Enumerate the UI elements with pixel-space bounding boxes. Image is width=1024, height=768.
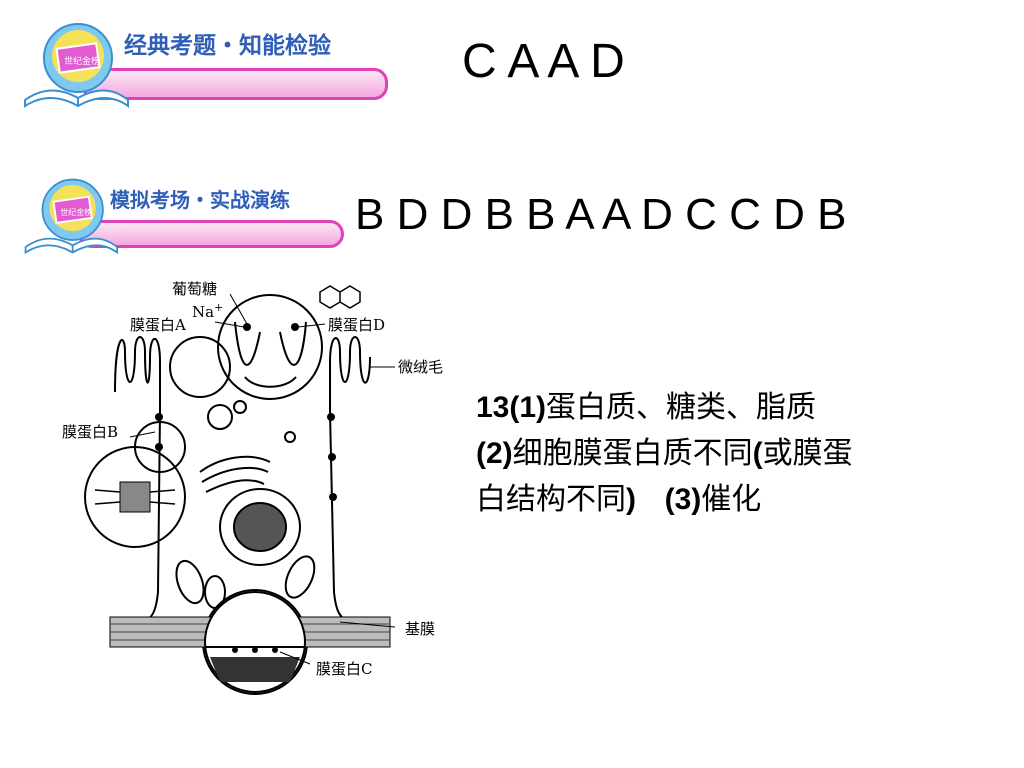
logo-text: 世纪金榜 xyxy=(60,207,92,217)
logo-text: 世纪金榜 xyxy=(64,55,100,67)
golgi xyxy=(199,455,271,493)
book-logo-icon: 世纪金榜 xyxy=(24,23,129,108)
explanation-line-2-paren: ( xyxy=(752,437,763,470)
explanation-line-2-text2: 或膜蛋 xyxy=(762,436,853,471)
answers-row-1: C A A D xyxy=(462,35,625,88)
mitochondrion xyxy=(175,559,205,605)
label-protein-a: 膜蛋白A xyxy=(130,316,186,334)
banner-1-bar xyxy=(82,68,388,100)
explanation-line-1-text: 蛋白质、糖类、脂质 xyxy=(546,390,817,425)
label-na: Na+ xyxy=(192,301,223,321)
explanation-line-3-close: ) xyxy=(626,483,636,516)
explanation-block: 13(1)蛋白质、糖类、脂质 (2)细胞膜蛋白质不同(或膜蛋 白结构不同) (3… xyxy=(476,385,996,523)
banner-2-bar xyxy=(78,220,344,248)
explanation-line-3-text2: 催化 xyxy=(701,482,762,517)
cell-membrane-diagram: 葡萄糖 Na+ 膜蛋白A 膜蛋白D 微绒毛 膜蛋白B 基膜 膜蛋白C xyxy=(62,280,443,695)
label-microvilli: 微绒毛 xyxy=(398,358,443,376)
answers-row-2: B D D B B A A D C C D B xyxy=(355,190,847,239)
explanation-line-3-text: 白结构不同 xyxy=(476,482,626,517)
explanation-line-2-num: (2) xyxy=(476,437,513,470)
banner-1: 世纪金榜 经典考题・知能检验 xyxy=(20,20,390,110)
banner-2: 世纪金榜 模拟考场・实战演练 xyxy=(20,176,350,256)
book-logo-icon: 世纪金榜 xyxy=(24,178,118,255)
label-basement: 基膜 xyxy=(405,620,435,638)
microvilli-outline xyxy=(114,336,371,412)
zoom-circle-top xyxy=(217,294,323,400)
glucose-hexagon xyxy=(319,285,361,309)
label-protein-c: 膜蛋白C xyxy=(316,660,372,678)
explanation-line-1-num: 13(1) xyxy=(476,391,547,424)
label-na-sup: + xyxy=(214,301,223,314)
explanation-line-3: 白结构不同) (3)催化 xyxy=(476,477,996,523)
explanation-line-2: (2)细胞膜蛋白质不同(或膜蛋 xyxy=(476,431,996,477)
explanation-line-2-text: 细胞膜蛋白质不同 xyxy=(512,436,753,471)
label-protein-b: 膜蛋白B xyxy=(62,423,118,441)
right-cell-wall xyxy=(329,411,349,623)
explanation-line-1: 13(1)蛋白质、糖类、脂质 xyxy=(476,385,996,431)
nucleus xyxy=(219,488,301,566)
label-na-text: Na xyxy=(192,303,214,321)
label-protein-d: 膜蛋白D xyxy=(328,316,385,334)
banner-1-title: 经典考题・知能检验 xyxy=(124,33,331,59)
banner-2-title: 模拟考场・实战演练 xyxy=(110,188,290,212)
explanation-line-3-num: (3) xyxy=(664,483,702,516)
label-glucose: 葡萄糖 xyxy=(172,280,217,298)
